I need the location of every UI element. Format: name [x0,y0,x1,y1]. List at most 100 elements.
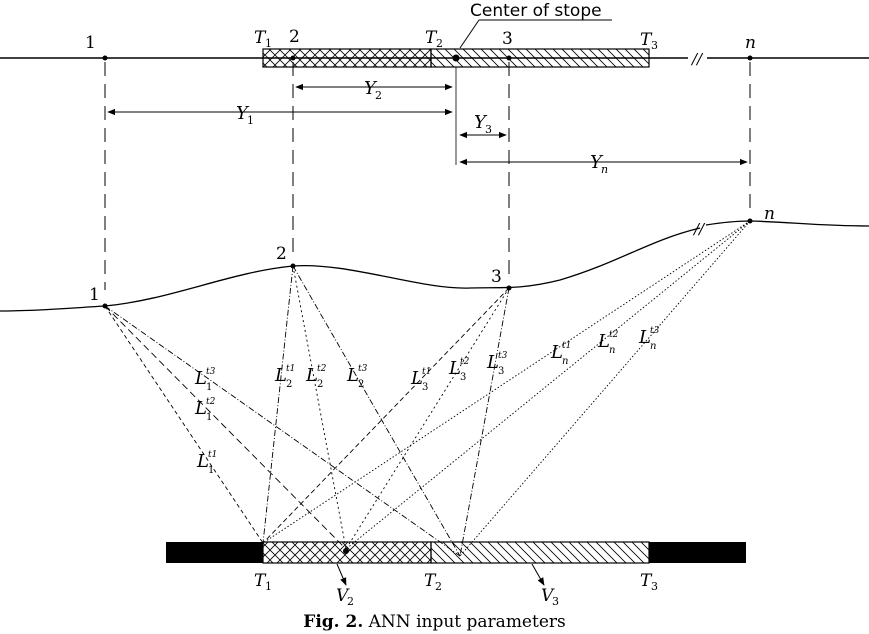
svg-text:2: 2 [435,580,442,593]
center-of-stope-point [452,54,460,62]
label-Y2: Y 2 [364,78,382,102]
svg-text:T: T [254,571,267,591]
svg-text:t3: t3 [206,367,216,377]
break-mark-top: // [690,50,704,68]
svg-text:3: 3 [498,366,504,377]
svg-text:1: 1 [206,412,212,423]
svg-text:t2: t2 [460,357,470,367]
svg-text:L: L [196,451,209,472]
svg-text:L: L [346,365,359,386]
label-V3: V 3 [541,586,559,608]
svg-text:T: T [424,571,437,591]
label-T3-bottom: T 3 [640,571,658,593]
ray-L3-t1 [262,287,510,544]
label-3-top: 3 [502,29,513,49]
svg-text:3: 3 [651,39,658,52]
svg-text:L: L [486,352,499,373]
svg-text:1: 1 [247,114,254,127]
svg-text:Y: Y [474,112,488,133]
svg-text:1: 1 [208,465,214,476]
arrow-V2 [336,563,347,586]
ray-L2-t3 [292,265,461,557]
ray-Ln-t1 [262,220,751,544]
svg-text:1: 1 [206,382,212,393]
label-Y1: Y 1 [236,103,254,127]
svg-text:t1: t1 [208,450,217,460]
svg-text:t3: t3 [650,326,660,336]
svg-text:T: T [640,571,653,591]
svg-text:Y: Y [364,78,378,99]
svg-text:t2: t2 [317,364,327,374]
svg-text:L: L [550,342,563,363]
svg-text:L: L [448,358,461,379]
projection-lines [104,62,751,290]
ground-profile: // 1 2 3 n [0,204,869,312]
label-T2-bottom: T 2 [424,571,442,593]
svg-text:L: L [305,365,318,386]
svg-text:1: 1 [265,37,272,50]
svg-text:T: T [425,28,438,48]
label-2-profile: 2 [276,244,287,264]
ray-L1-t2 [104,305,347,550]
svg-text:2: 2 [286,379,292,390]
label-Yn: Y n [590,152,608,176]
svg-text:2: 2 [436,37,443,50]
svg-text:L: L [597,331,610,352]
figure-caption-text: ANN input parameters [363,612,566,632]
svg-text:T: T [640,30,653,50]
svg-text:L: L [638,327,651,348]
label-2-top: 2 [289,27,300,47]
svg-text:V: V [541,586,555,606]
ray-L3-t2 [345,287,510,550]
label-n-profile: n [764,204,775,224]
svg-text:3: 3 [460,372,466,383]
ray-L2-t1 [262,265,294,544]
arrow-V3 [531,563,545,586]
point-3-top [506,55,512,61]
point-1-top [102,55,108,61]
seam-left [166,542,263,563]
label-Y3: Y 3 [474,112,492,136]
svg-text:T: T [254,28,267,48]
svg-text:2: 2 [375,89,382,102]
svg-text:n: n [601,163,608,176]
stope-bar-crosshatch-top [262,48,432,68]
label-1-profile: 1 [89,285,100,305]
label-T1-bottom: T 1 [254,571,272,593]
label-3-profile: 3 [491,267,502,287]
svg-text:3: 3 [422,382,428,393]
svg-text:n: n [650,341,656,352]
svg-text:3: 3 [552,595,559,608]
svg-text:2: 2 [358,379,364,390]
stope-hatch-bottom [430,541,650,564]
svg-text:3: 3 [651,580,658,593]
svg-text:L: L [194,368,207,389]
label-T2-top: T 2 [425,28,443,50]
figure-caption: Fig. 2. ANN input parameters [0,612,869,632]
svg-text:n: n [609,345,615,356]
svg-text:t2: t2 [206,397,216,407]
ray-L1-t1 [104,305,264,544]
figure-caption-number: Fig. 2. [303,612,364,632]
svg-text:t1: t1 [422,367,431,377]
svg-text:n: n [562,356,568,367]
svg-text:t1: t1 [286,364,295,374]
svg-text:2: 2 [317,379,323,390]
svg-text:V: V [336,586,350,606]
center-of-stope-label: Center of stope [470,1,602,21]
label-V2: V 2 [336,586,354,608]
distance-rays [104,220,751,557]
svg-text:t3: t3 [358,364,368,374]
svg-text:t2: t2 [609,330,619,340]
svg-text:L: L [194,398,207,419]
svg-text:L: L [410,368,423,389]
ray-Ln-t2 [345,220,751,550]
